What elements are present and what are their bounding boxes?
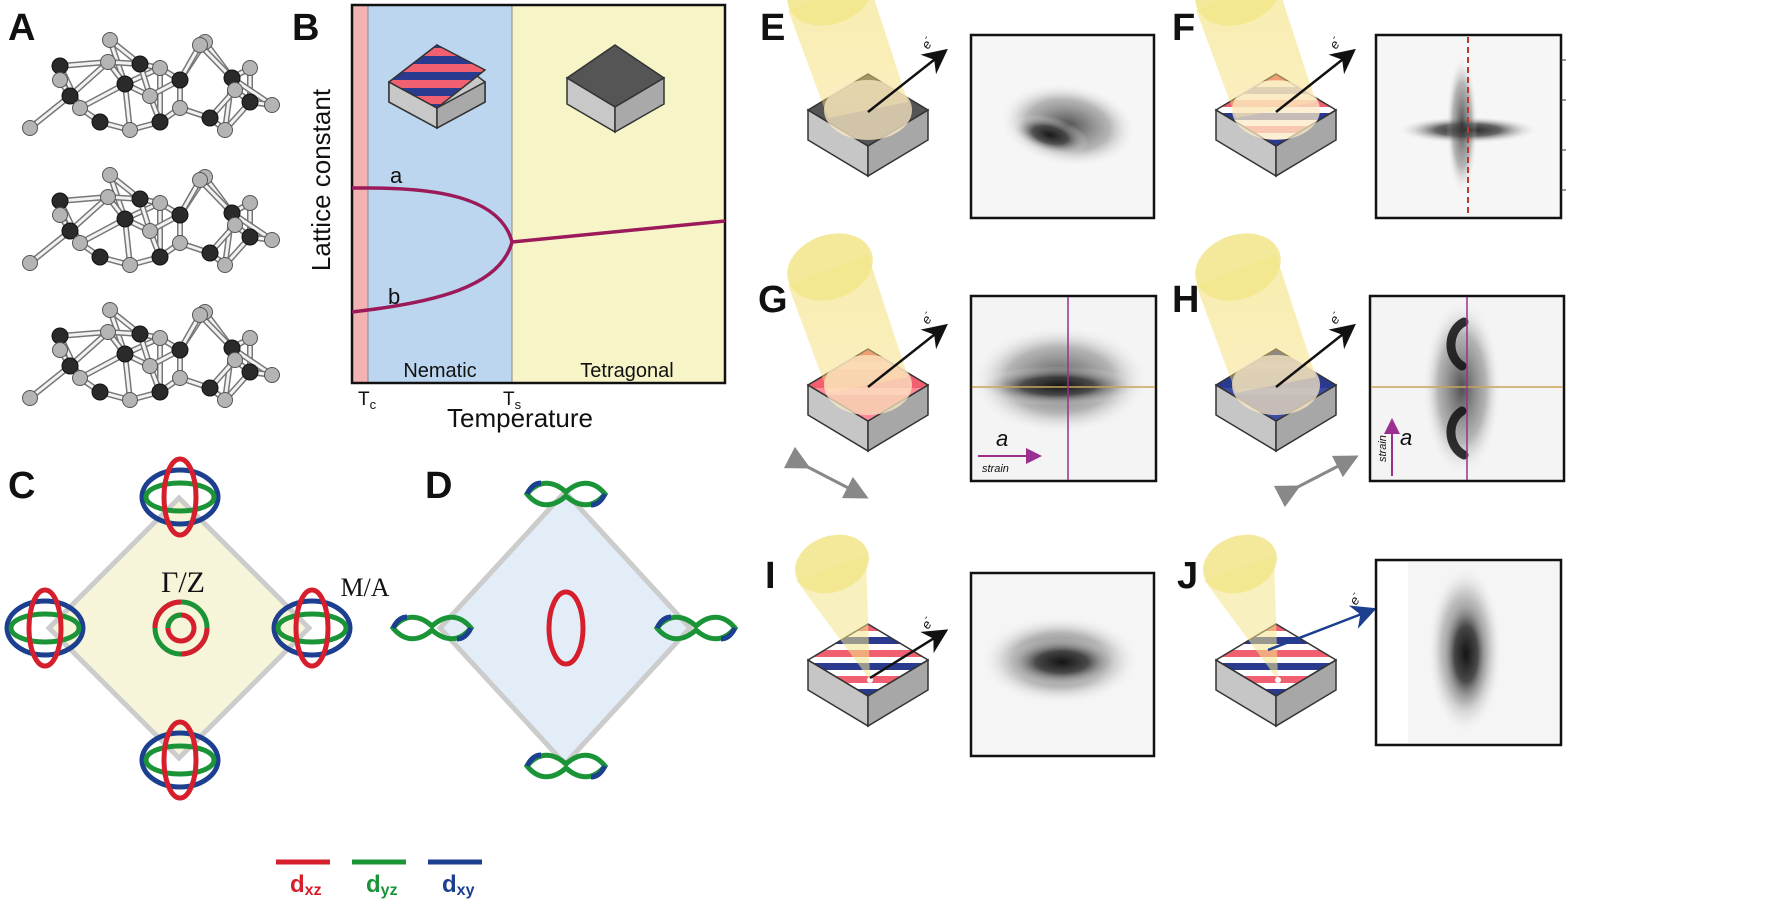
panel-label-c: C (8, 465, 35, 507)
arpes-map-i (969, 571, 1156, 758)
arpes-map-e (969, 33, 1156, 220)
arpes-schematics: e-e-e-e-e-e- (783, 0, 1377, 728)
electron-label: e- (1345, 589, 1365, 608)
x-axis-label: Temperature (447, 403, 593, 433)
crystal-structure-illustration (22, 32, 280, 408)
panel-label-a: A (8, 7, 35, 49)
panel-label-d: D (425, 465, 452, 507)
m-pocket-right (271, 587, 353, 669)
electron-label: e- (917, 613, 937, 632)
legend-dyz: dyz (366, 871, 398, 899)
tetragonal-cube-icon (565, 44, 666, 134)
peanut-pocket-bottom (523, 752, 609, 780)
lattice-curve-tetragonal (511, 219, 726, 244)
arpes-schematic: e- (1195, 233, 1359, 508)
axis-a-label-h: a (1400, 425, 1412, 450)
ts-label: Ts (503, 389, 522, 412)
gamma-pocket-nematic (546, 589, 586, 667)
electron-label: e- (917, 308, 937, 327)
region-label-nematic: Nematic (403, 360, 476, 382)
m-pocket-left (4, 587, 86, 669)
brillouin-zone-nematic (436, 488, 694, 768)
arpes-schematic: e- (787, 0, 948, 178)
electron-label: e- (917, 33, 937, 52)
arpes-map-f (1374, 33, 1566, 220)
electron-label: e- (1325, 33, 1345, 52)
panel-label-g: G (758, 279, 788, 321)
arpes-schematic: e- (1195, 0, 1356, 178)
fermi-surface-tetragonal: Γ/Z M/A dxz dyz dx (4, 456, 482, 899)
strain-label-g: strain (982, 463, 1009, 475)
tc-label: Tc (358, 389, 377, 412)
strain-label-h: strain (1377, 435, 1389, 462)
panel-label-f: F (1172, 7, 1195, 49)
arpes-schematic: e- (795, 534, 949, 728)
crystal-layer (22, 167, 280, 273)
panel-label-h: H (1172, 279, 1199, 321)
panel-label-i: I (765, 555, 776, 597)
panel-label-b: B (292, 7, 319, 49)
phase-diagram: a b Nematic Tetragonal Lattice constant … (306, 3, 727, 433)
legend-dxz: dxz (290, 871, 322, 899)
orbital-legend: dxz dyz dxy (276, 859, 482, 899)
phase-diagram-frame (350, 3, 727, 385)
m-point-label: M/A (340, 573, 389, 602)
peanut-pocket-top (523, 480, 609, 508)
curve-label-b: b (388, 284, 400, 309)
panel-label-e: E (760, 7, 785, 49)
panel-label-j: J (1177, 555, 1198, 597)
arpes-map-h: a strain (1368, 294, 1566, 483)
region-label-tetragonal: Tetragonal (580, 360, 673, 382)
crystal-layer (22, 302, 280, 408)
arpes-map-g: a strain (969, 294, 1158, 483)
electron-label: e- (1325, 308, 1345, 327)
superconducting-region (352, 5, 368, 383)
y-axis-label: Lattice constant (306, 88, 336, 271)
arpes-schematic: e- (1203, 534, 1377, 728)
peanut-pocket-left (389, 614, 475, 642)
fermi-surface-nematic (389, 480, 739, 780)
legend-dxy: dxy (442, 871, 475, 899)
curve-label-a: a (390, 163, 403, 188)
brillouin-zone-tetragonal (45, 494, 313, 762)
axis-a-label-g: a (996, 426, 1008, 451)
peanut-pocket-right (653, 614, 739, 642)
m-pocket-bottom (139, 719, 221, 801)
crystal-layer (22, 32, 280, 138)
m-pocket-top (139, 456, 221, 538)
gamma-label: Γ/Z (161, 566, 205, 599)
arpes-map-j (1374, 558, 1563, 747)
arpes-schematic: e- (783, 233, 948, 499)
